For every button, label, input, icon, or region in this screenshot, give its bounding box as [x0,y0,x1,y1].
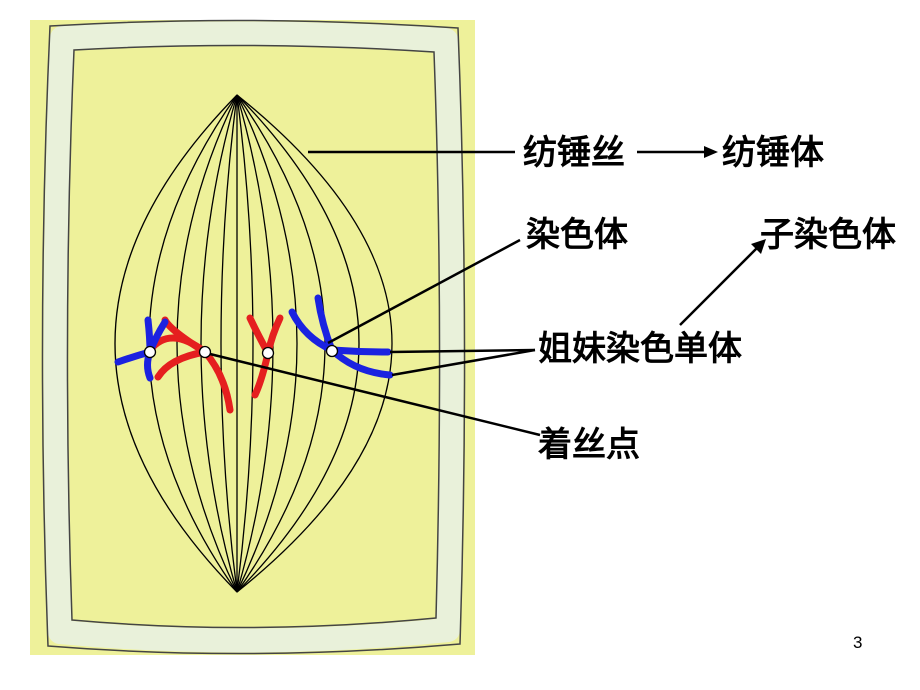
centromeres [143,344,339,360]
sister-to-daughter-arrow-line [679,244,761,326]
daughter-arrowhead [751,239,766,254]
spindle-label: 纺锤体 [722,133,824,173]
blue-chromatid-right-c [328,346,392,356]
spindle-fiber [200,94,238,593]
spindle-fiber [236,94,360,593]
page-number: 3 [853,633,863,652]
spindle-fiber [114,94,238,593]
sister-chromatid-label: 姐妹染色单体 [538,329,742,369]
cell-wall [43,21,464,653]
chromosome-leader [327,238,521,345]
daughter-chromosome-label: 子染色体 [760,215,896,255]
chromatid-leader-upper [389,348,536,354]
centromere-dot-right-red [261,346,275,360]
spindle-fiber [236,94,298,593]
chromatid-leader-lower [391,348,536,377]
spindle-fiber [220,94,238,593]
chromosome-label: 染色体 [526,215,628,255]
cell-wall-inner-edge [66,44,441,629]
centromere-dot-right-blue [325,344,339,358]
spindle-fiber [236,94,254,593]
spindle-fiber [236,94,393,593]
centromere-dot-center [198,345,212,359]
leader-lines [209,150,761,437]
centromere-dot-left [143,345,157,359]
spindle-fiber-label: 纺锤丝 [523,133,625,173]
cell-wall-outer-edge [41,19,466,655]
spindle-arrowhead [704,146,718,158]
centromere-leader [209,352,541,437]
spindle-fiber [176,94,238,593]
centromere-label: 着丝点 [538,425,640,465]
arrowheads [704,146,766,254]
